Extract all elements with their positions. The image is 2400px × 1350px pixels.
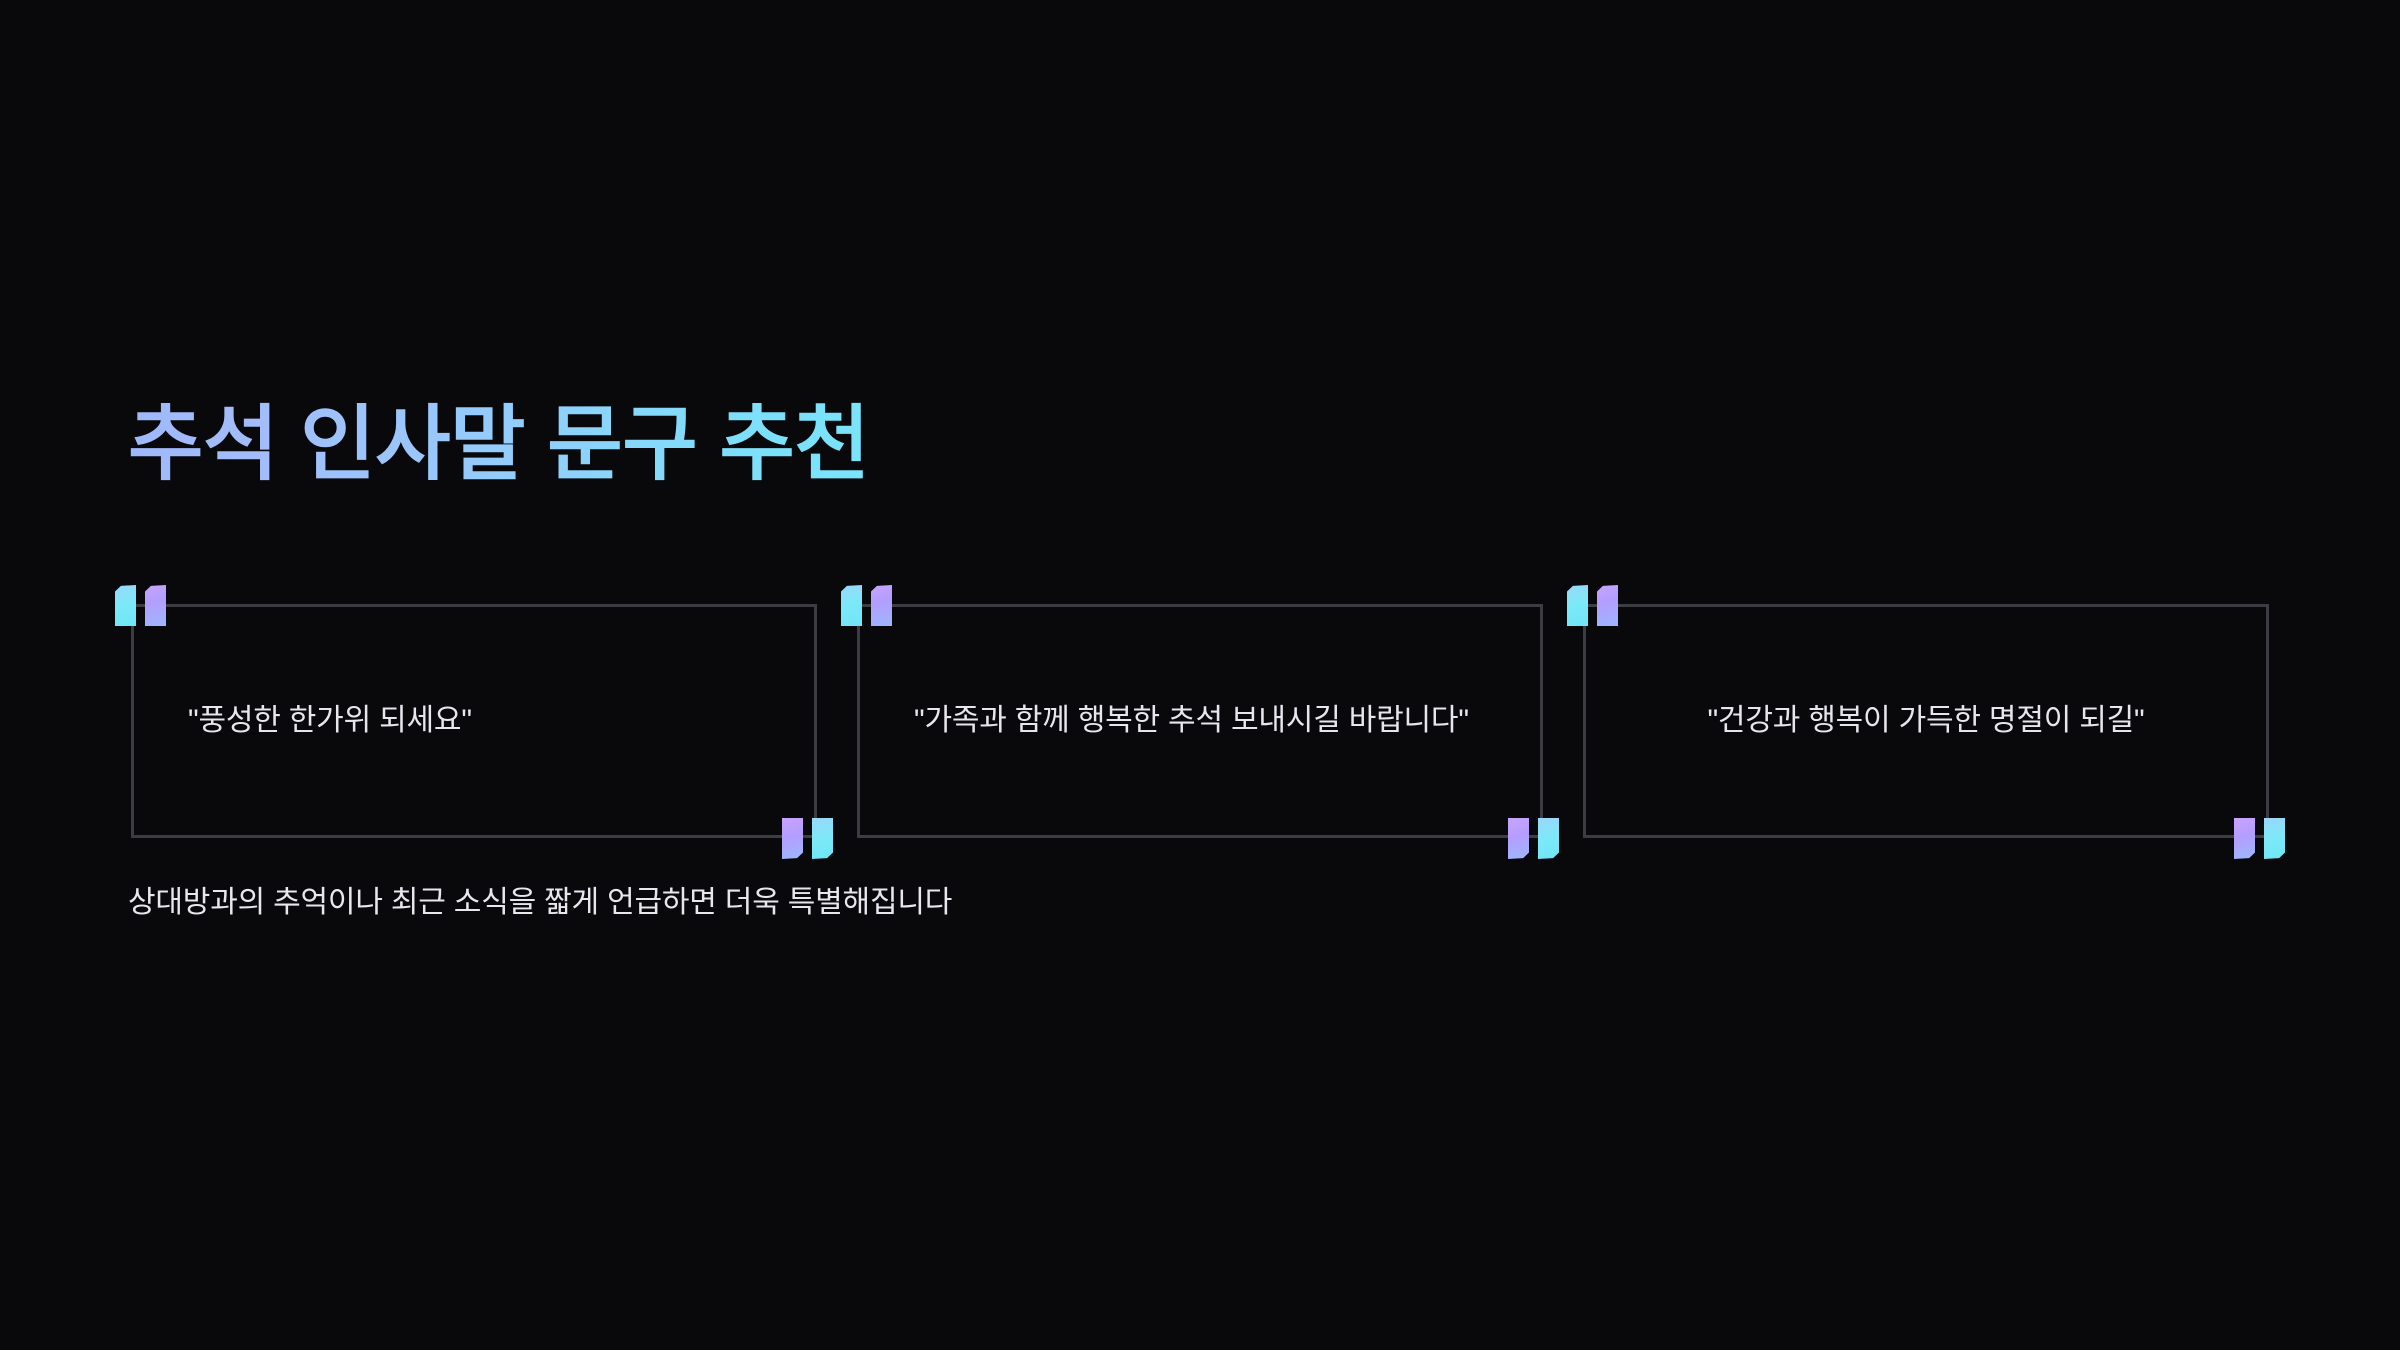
right-double-quotation-mark-icon (782, 818, 833, 859)
left-double-quotation-mark-icon (841, 585, 892, 626)
quote-text: "풍성한 한가위 되세요" (188, 703, 472, 737)
quote-card[interactable]: "풍성한 한가위 되세요" (115, 585, 817, 838)
right-double-quotation-mark-icon (1508, 818, 1559, 859)
page-title-container: 추석 인사말 문구 추천 (128, 390, 1928, 500)
page-title: 추석 인사말 문구 추천 (128, 399, 870, 491)
left-double-quotation-mark-icon (115, 585, 166, 626)
left-double-quotation-mark-icon (1567, 585, 1618, 626)
quote-text: "건강과 행복이 가득한 명절이 되길" (1707, 703, 2145, 737)
footer-note: 상대방과의 추억이나 최근 소식을 짧게 언급하면 더욱 특별해집니다 (128, 886, 953, 919)
quote-text: "가족과 함께 행복한 추석 보내시길 바랍니다" (914, 703, 1469, 737)
quote-card[interactable]: "가족과 함께 행복한 추석 보내시길 바랍니다" (841, 585, 1543, 838)
quote-card-list: "풍성한 한가위 되세요" "가족과 함께 행복한 추석 보내시길 바랍니다" … (115, 585, 2269, 838)
quote-card[interactable]: "건강과 행복이 가득한 명절이 되길" (1567, 585, 2269, 838)
right-double-quotation-mark-icon (2234, 818, 2285, 859)
